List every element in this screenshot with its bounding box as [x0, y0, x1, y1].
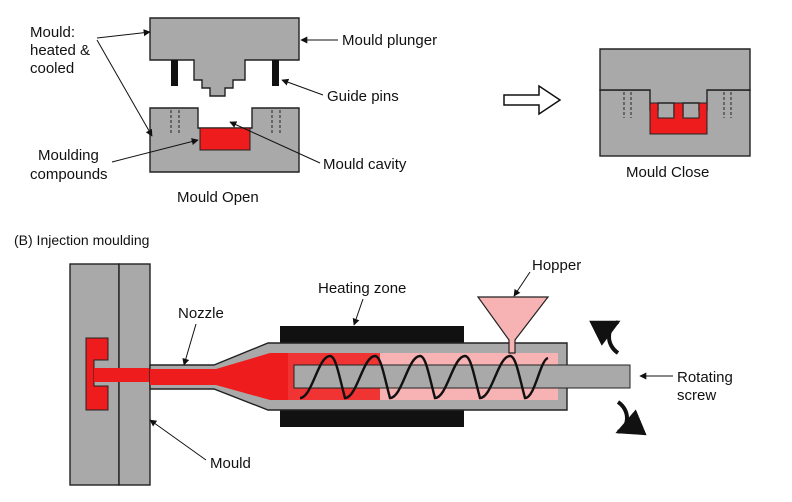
label-mould-open: Mould Open: [177, 189, 259, 206]
label-mould-plunger: Mould plunger: [342, 32, 437, 49]
pin-hole-right: [271, 110, 281, 134]
label-section-b: (B) Injection moulding: [14, 232, 149, 248]
hopper-shape: [476, 296, 550, 354]
closed-pin-hole-left: [623, 92, 632, 118]
injection-machine: [69, 263, 647, 486]
label-rotating-2: screw: [677, 387, 716, 404]
leader-mould-cavity: [229, 121, 321, 164]
label-moulding-compounds-2: compounds: [30, 166, 108, 183]
screw-flights: [299, 354, 549, 400]
heater-band-top: [280, 326, 464, 343]
leader-hopper: [513, 271, 531, 297]
heater-band-bottom: [280, 410, 464, 427]
leader-guide-pins: [281, 78, 324, 96]
label-mould-cavity: Mould cavity: [323, 156, 407, 173]
label-mould-close: Mould Close: [626, 164, 709, 181]
label-hopper: Hopper: [532, 257, 581, 274]
mould-close-figure: [599, 48, 751, 157]
leader-heating-zone: [352, 298, 364, 326]
screw-shaft: [293, 364, 631, 389]
moulded-part: [85, 337, 109, 411]
leader-mould: [149, 419, 207, 461]
moulding-compound: [199, 127, 251, 151]
guide-pin-right: [272, 60, 279, 86]
rotation-arrow-bottom: [615, 400, 647, 436]
mould-open-figure: [149, 17, 300, 173]
label-moulding-compounds-1: Moulding: [38, 147, 99, 164]
mould-plunger-shape: [149, 17, 300, 97]
label-mould: Mould: [210, 455, 251, 472]
leader-mould-to-plunger: [96, 29, 151, 39]
pin-hole-left: [170, 110, 180, 134]
closed-pin-hole-right: [723, 92, 732, 118]
leader-mould-to-lower: [96, 39, 153, 137]
leader-moulding-compounds: [111, 138, 199, 163]
closed-mould-part: [649, 102, 708, 135]
mould-runner: [94, 368, 150, 382]
label-mould-heated-1: Mould:: [30, 24, 75, 41]
label-guide-pins: Guide pins: [327, 88, 399, 105]
label-mould-heated-3: cooled: [30, 60, 74, 77]
rotation-arrow-top: [589, 320, 621, 355]
leader-nozzle: [182, 323, 197, 366]
label-rotating-1: Rotating: [677, 369, 733, 386]
label-nozzle: Nozzle: [178, 305, 224, 322]
label-mould-heated-2: heated &: [30, 42, 90, 59]
process-arrow: [503, 84, 562, 116]
guide-pin-left: [171, 60, 178, 86]
label-heating-zone: Heating zone: [318, 280, 406, 297]
molten-plastic: [150, 353, 288, 400]
